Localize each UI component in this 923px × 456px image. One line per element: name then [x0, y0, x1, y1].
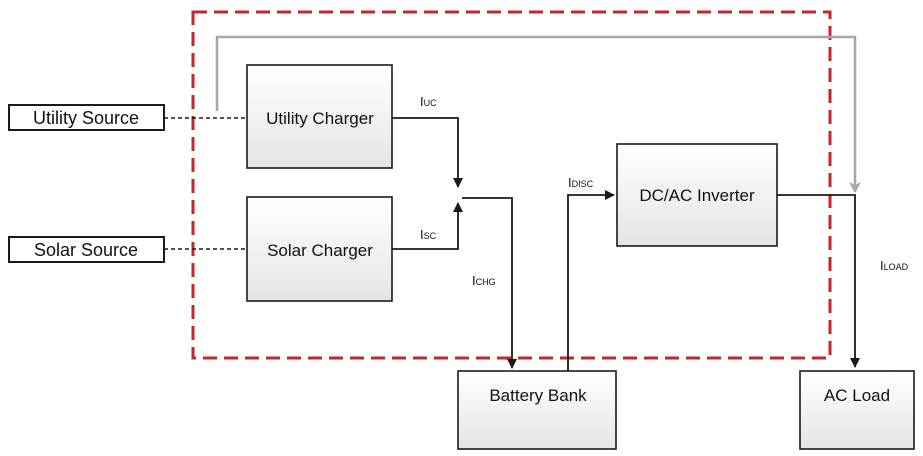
solar-source-label: Solar Source — [34, 240, 138, 260]
iuc-label: IUC — [420, 94, 437, 109]
inverter-box — [616, 143, 778, 247]
battery-bank-label: Battery Bank — [489, 386, 587, 405]
ac-load-label: AC Load — [824, 386, 890, 405]
utility-source-label: Utility Source — [33, 108, 139, 128]
ichg-label: ICHG — [472, 273, 496, 288]
ichg-wire — [462, 197, 517, 369]
system-enclosure — [191, 10, 832, 360]
bypass-line — [215, 35, 861, 193]
iuc-wire — [392, 117, 463, 188]
ac-load-box — [799, 370, 915, 450]
inverter-label: DC/AC Inverter — [639, 186, 755, 205]
iload-label: ILOAD — [880, 258, 909, 273]
idisc-label: IDISC — [568, 175, 594, 190]
utility-charger-box — [246, 64, 393, 169]
iload-wire — [777, 194, 860, 368]
isc-label: ISC — [420, 227, 437, 242]
isc-wire — [392, 202, 463, 250]
solar-charger-box — [246, 196, 393, 302]
utility-charger-label: Utility Charger — [266, 109, 374, 128]
battery-bank-box — [457, 370, 617, 450]
idisc-wire — [567, 190, 615, 371]
solar-charger-label: Solar Charger — [267, 241, 373, 260]
